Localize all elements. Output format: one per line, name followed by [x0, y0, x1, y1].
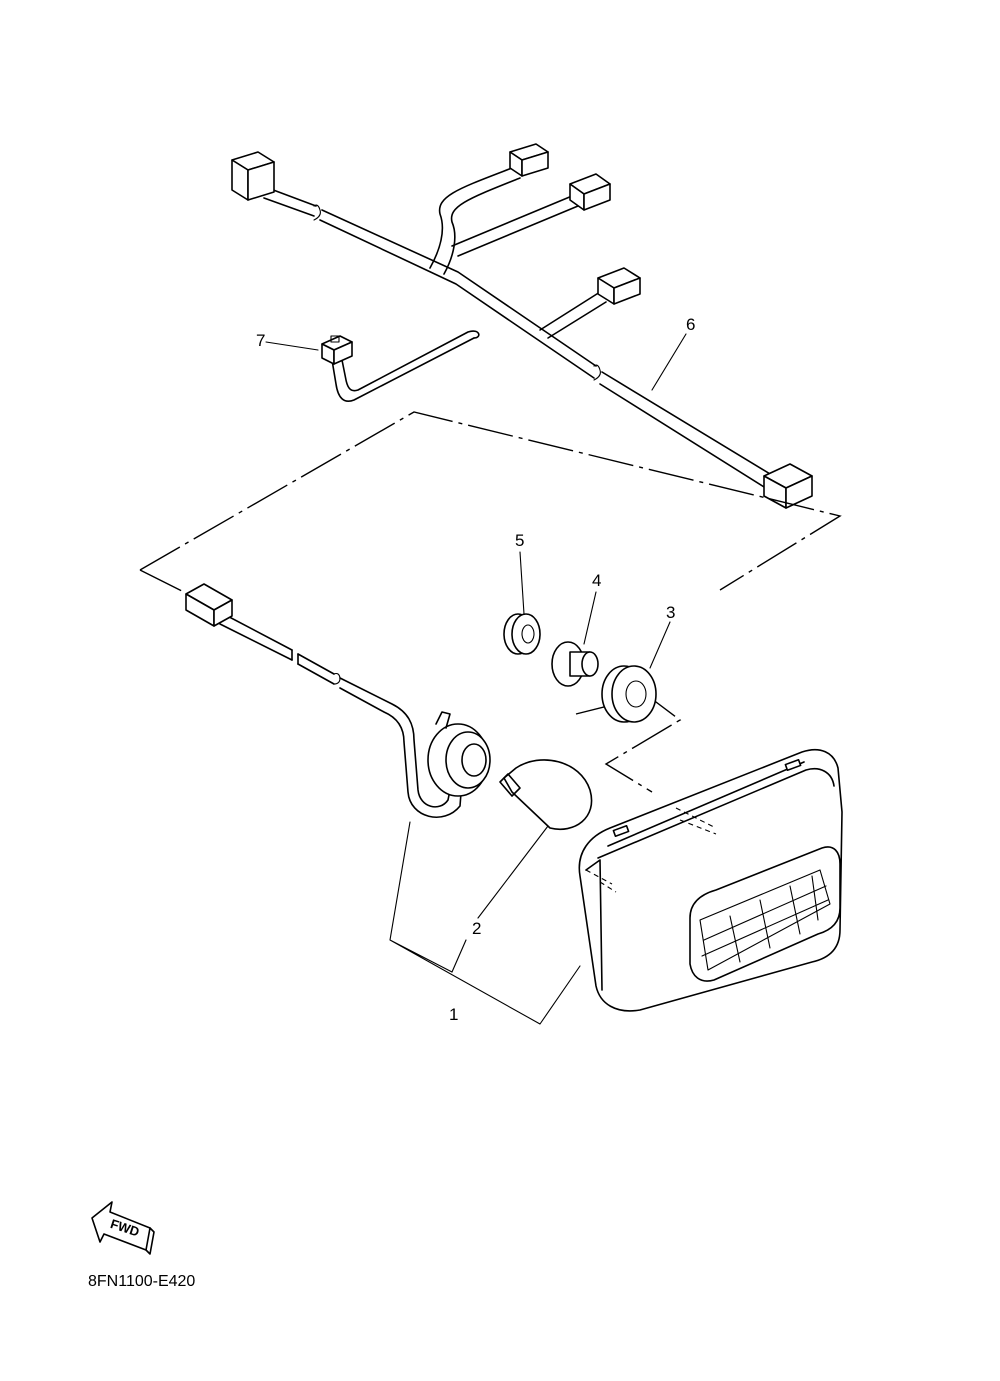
sub-lead	[321, 330, 480, 402]
callout-3: 3	[666, 603, 675, 622]
callout-5: 5	[515, 531, 524, 550]
harness-connector-right	[763, 463, 813, 509]
callout-7: 7	[256, 331, 265, 350]
callout-1: 1	[449, 1005, 458, 1024]
callout-leaders	[265, 333, 687, 1025]
harness-connector-third	[597, 267, 641, 305]
harness-connector-left	[231, 151, 275, 201]
bulb-socket-cord	[185, 583, 491, 818]
harness-connector-top	[509, 143, 549, 177]
callout-2: 2	[472, 919, 481, 938]
taillight-housing	[578, 748, 843, 1012]
harness-connector-second	[569, 173, 611, 211]
callout-4: 4	[592, 571, 601, 590]
wire-harness	[231, 143, 813, 509]
collar-part-4	[551, 641, 599, 687]
diagram-code: 8FN1100-E420	[88, 1273, 195, 1290]
callout-6: 6	[686, 315, 695, 334]
forward-arrow-icon: FWD	[91, 1201, 155, 1255]
bulb	[499, 759, 593, 830]
grommet-part-3	[601, 665, 657, 723]
nut-part-5	[503, 613, 541, 655]
